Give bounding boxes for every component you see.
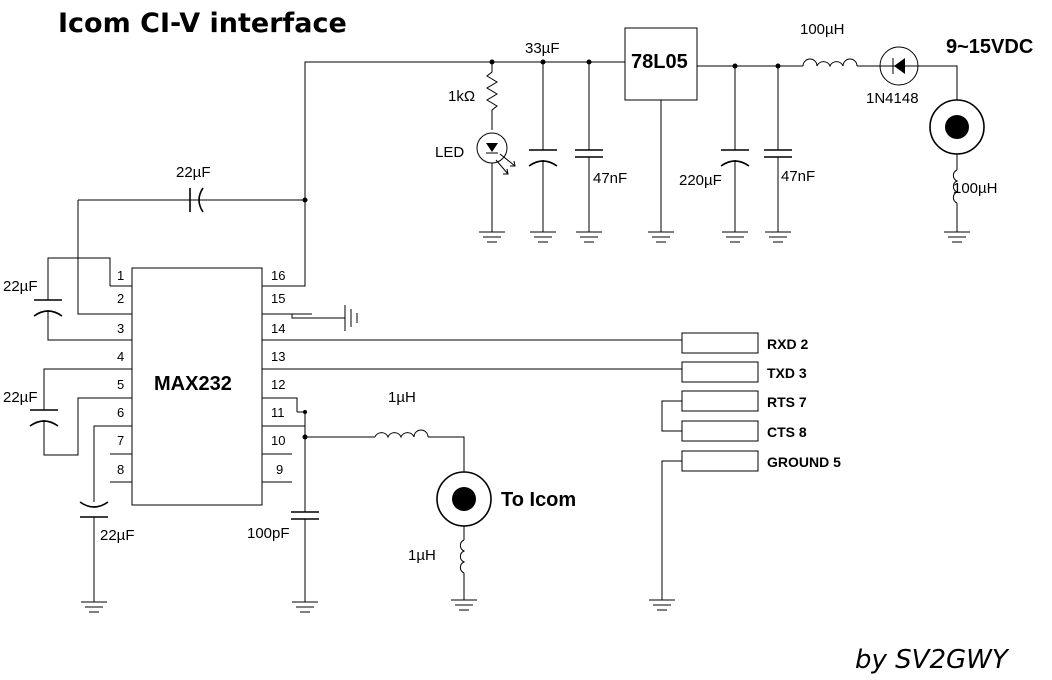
inductor-1uh-top-label: 1µH xyxy=(388,389,416,406)
ground-icon xyxy=(765,231,791,243)
inductor-100uh-top-label: 100µH xyxy=(800,21,845,38)
capacitor-33uf-label: 33µF xyxy=(525,40,560,57)
wire-to-icom-jack xyxy=(428,436,465,472)
db9-rxd-label: RXD 2 xyxy=(767,336,808,352)
db9-pin-txd xyxy=(681,361,759,383)
ground-icon xyxy=(944,231,970,243)
capacitor-33uf xyxy=(528,62,558,232)
regulator-label: 78L05 xyxy=(631,51,688,73)
pin-11-label: 11 xyxy=(271,405,285,420)
wire-cap-top-to-pin2 xyxy=(77,200,110,315)
capacitor-100pf xyxy=(291,437,319,602)
diode-1n4148-icon xyxy=(879,46,919,86)
capacitor-47nf-right xyxy=(764,66,792,232)
junction-dot xyxy=(302,197,308,203)
to-icom-label: To Icom xyxy=(501,489,576,511)
db9-rts-label: RTS 7 xyxy=(767,394,807,410)
capacitor-100pf-label: 100pF xyxy=(247,525,290,542)
capacitor-22uf-left-upper xyxy=(33,257,111,341)
inductor-100uh-right-label: 100µH xyxy=(953,180,998,197)
max232-chip xyxy=(131,267,263,506)
led-icon xyxy=(476,132,516,232)
pin-13-label: 13 xyxy=(271,349,285,364)
icom-jack-icon xyxy=(436,471,492,527)
ground-icon xyxy=(81,601,107,613)
capacitor-22uf-top xyxy=(189,187,204,213)
resistor-1k-label: 1kΩ xyxy=(448,88,475,105)
capacitor-22uf-left-lower-label: 22µF xyxy=(3,389,38,406)
pin-10-label: 10 xyxy=(271,433,285,448)
pin-1-label: 1 xyxy=(117,268,124,283)
capacitor-220uf-label: 220µF xyxy=(679,172,722,189)
ground-icon xyxy=(576,231,602,243)
db9-pin-ground xyxy=(681,450,759,472)
rts-cts-loopback xyxy=(661,400,682,432)
ground-icon xyxy=(291,305,358,331)
pin-14-label: 14 xyxy=(271,321,285,336)
capacitor-22uf-bottom-label: 22µF xyxy=(100,527,135,544)
capacitor-22uf-left-lower xyxy=(29,368,110,456)
capacitor-47nf-left xyxy=(575,62,603,232)
capacitor-22uf-bottom xyxy=(79,425,110,602)
capacitor-47nf-left-label: 47nF xyxy=(593,170,627,187)
power-input-label: 9~15VDC xyxy=(946,36,1033,58)
ground-icon xyxy=(649,599,675,611)
inductor-100uh-top xyxy=(802,58,858,68)
ground-icon xyxy=(722,231,748,243)
capacitor-220uf xyxy=(720,66,750,232)
capacitor-22uf-top-label: 22µF xyxy=(176,164,211,181)
db9-pin-cts xyxy=(681,420,759,442)
resistor-1k xyxy=(486,62,498,130)
db9-pin-rts xyxy=(681,390,759,412)
pin-12-label: 12 xyxy=(271,377,285,392)
diode-label: 1N4148 xyxy=(866,90,919,107)
pin-15-label: 15 xyxy=(271,291,285,306)
power-jack-icon xyxy=(929,99,985,155)
ground-icon xyxy=(648,231,674,243)
wire-db9-ground xyxy=(661,460,682,600)
inductor-1uh-top xyxy=(374,429,429,439)
wire-to-1uh xyxy=(304,412,375,438)
pin-9-label: 9 xyxy=(276,462,283,477)
ground-icon xyxy=(530,231,556,243)
inductor-100uh-right xyxy=(952,154,959,232)
ground-icon xyxy=(292,601,318,613)
pin-3-label: 3 xyxy=(117,321,124,336)
pin-5-label: 5 xyxy=(117,377,124,392)
led-label: LED xyxy=(435,144,464,161)
ground-icon xyxy=(479,231,505,243)
db9-pin-rxd xyxy=(681,332,759,354)
pin-7-label: 7 xyxy=(117,433,124,448)
inductor-1uh-bottom xyxy=(459,526,466,600)
capacitor-47nf-right-label: 47nF xyxy=(781,168,815,185)
pin-4-label: 4 xyxy=(117,349,124,364)
pin-6-label: 6 xyxy=(117,405,124,420)
db9-cts-label: CTS 8 xyxy=(767,424,807,440)
db9-ground-label: GROUND 5 xyxy=(767,454,841,470)
supply-rail-wires xyxy=(78,61,958,287)
max232-label: MAX232 xyxy=(154,373,232,395)
pin-8-label: 8 xyxy=(117,462,124,477)
pin-16-label: 16 xyxy=(271,268,285,283)
diagram-title: Icom CI-V interface xyxy=(58,8,347,39)
capacitor-22uf-left-upper-label: 22µF xyxy=(3,278,38,295)
inductor-1uh-bottom-label: 1µH xyxy=(408,547,436,564)
db9-txd-label: TXD 3 xyxy=(767,365,807,381)
pin-2-label: 2 xyxy=(117,291,124,306)
author-signature: by SV2GWY xyxy=(855,645,1010,675)
ground-icon xyxy=(451,599,477,611)
